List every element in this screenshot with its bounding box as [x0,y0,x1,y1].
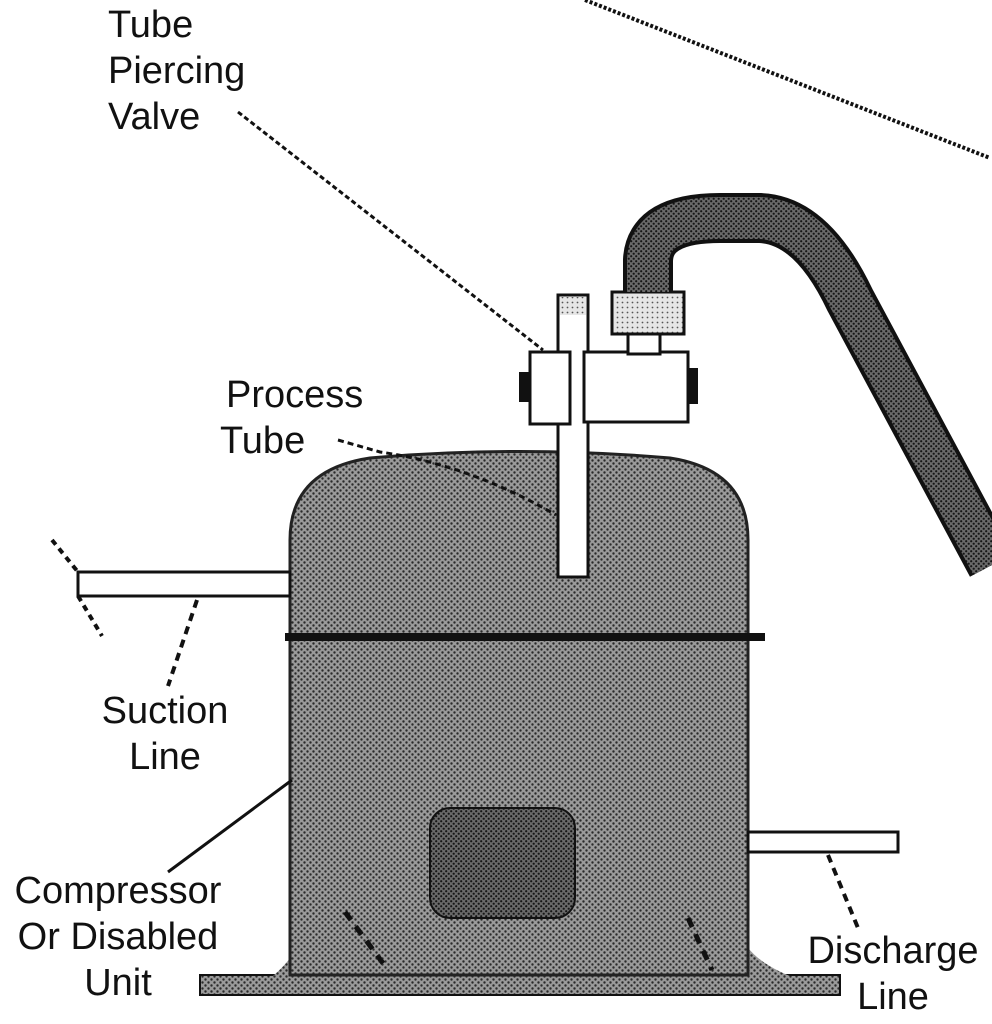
shell-mark-left [342,910,391,972]
label-text: Line [857,976,929,1018]
label-tube-piercing-valve: Tube Piercing Valve [108,2,245,140]
leader-discharge-line [826,854,860,929]
leader-suction-line [166,599,199,687]
discharge-line-tube [746,830,900,854]
label-compressor: Compressor Or Disabled Unit [0,868,236,1006]
suction-line-tube [76,570,292,598]
leader-tube-piercing-valve [237,110,544,352]
process-tube [556,293,590,579]
valve-cap-right [688,368,698,404]
label-text: Process [226,374,364,416]
valve-right-body [582,350,690,424]
label-text: Or Disabled [17,916,219,958]
leader-process-tube [337,438,557,517]
charging-hose-fill [627,197,992,575]
terminal-box [429,807,576,919]
compressor-shell [288,450,750,977]
valve-left-clamp [528,350,572,426]
suction-break-mark [50,538,104,638]
label-text: Compressor [14,870,222,912]
label-process-tube: Process Tube [220,372,363,464]
label-text: Discharge [807,930,979,972]
shell-mark-right [685,916,715,972]
label-text: Suction [101,690,229,732]
label-suction-line: Suction Line [90,688,240,780]
background-cable-line [584,0,991,160]
label-text: Line [129,736,201,778]
label-text: Unit [84,962,152,1004]
process-tube-top [560,297,586,315]
label-text: Tube [220,420,306,462]
label-text: Tube [108,4,194,46]
valve-fitting [610,290,686,336]
valve-cap-left [519,372,531,402]
leader-compressor [167,778,293,874]
label-text: Piercing [108,50,246,92]
label-text: Valve [108,96,201,138]
label-discharge-line: Discharge Line [796,928,990,1020]
